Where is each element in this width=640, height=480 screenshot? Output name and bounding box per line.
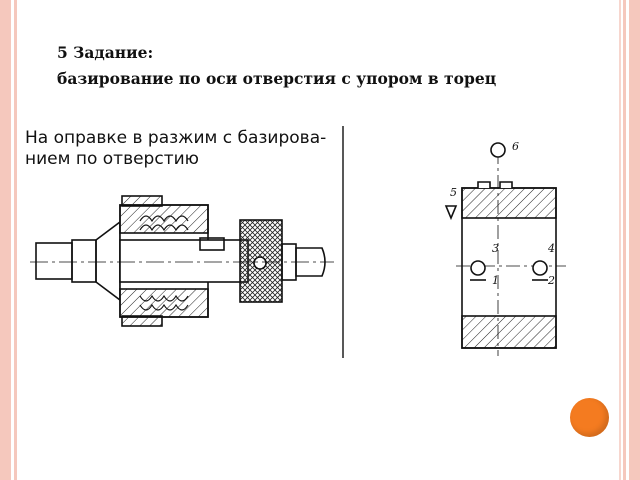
housing-hatch-top: [119, 204, 209, 234]
datum-6-symbol: [490, 142, 506, 158]
mandrel-taper: [95, 220, 121, 302]
datum-2-4-symbol: [532, 260, 548, 276]
rod-slot: [199, 237, 225, 251]
workpiece-hatch-bottom: [461, 315, 557, 349]
title-line-1: 5 Задание:: [57, 43, 154, 62]
left-stripe-wide: [0, 0, 11, 480]
left-stripe-thin: [14, 0, 17, 480]
nut-hole: [253, 256, 267, 270]
datum-1-3-symbol: [470, 260, 486, 276]
right-stripe-wide: [629, 0, 640, 480]
mandrel-left-shank: [35, 242, 73, 280]
spring-bottom: [139, 294, 189, 311]
workpiece-hatch-top: [461, 187, 557, 219]
label-4: 4: [547, 242, 555, 255]
label-3: 3: [492, 242, 499, 255]
housing-hatch-bottom: [119, 288, 209, 318]
mandrel-rod: [119, 239, 249, 283]
caption-line-2: нием по отверстию: [25, 149, 199, 169]
accent-dot: [570, 398, 609, 437]
right-stripe-faint: [619, 0, 621, 480]
mandrel-right-end: [295, 247, 326, 277]
datum-5-symbol: [444, 205, 458, 221]
label-5: 5: [450, 186, 457, 199]
mandrel-left-step: [71, 239, 97, 283]
label-2: 2: [547, 274, 555, 287]
label-6: 6: [512, 140, 519, 153]
slide-title: 5 Задание: базирование по оси отверстия …: [57, 40, 496, 92]
figure-caption: На оправке в разжим с базирова- нием по …: [25, 128, 326, 170]
right-stripe-thin: [623, 0, 626, 480]
workpiece-notches: [477, 181, 513, 188]
spring-top: [139, 215, 189, 232]
title-line-2: базирование по оси отверстия с упором в …: [57, 69, 497, 88]
caption-line-1: На оправке в разжим с базирова-: [25, 128, 327, 148]
workpiece-section: [444, 142, 566, 356]
flange-top: [121, 195, 163, 207]
mandrel-assembly: [30, 195, 334, 327]
flange-bottom: [121, 315, 163, 327]
label-1: 1: [492, 274, 499, 287]
